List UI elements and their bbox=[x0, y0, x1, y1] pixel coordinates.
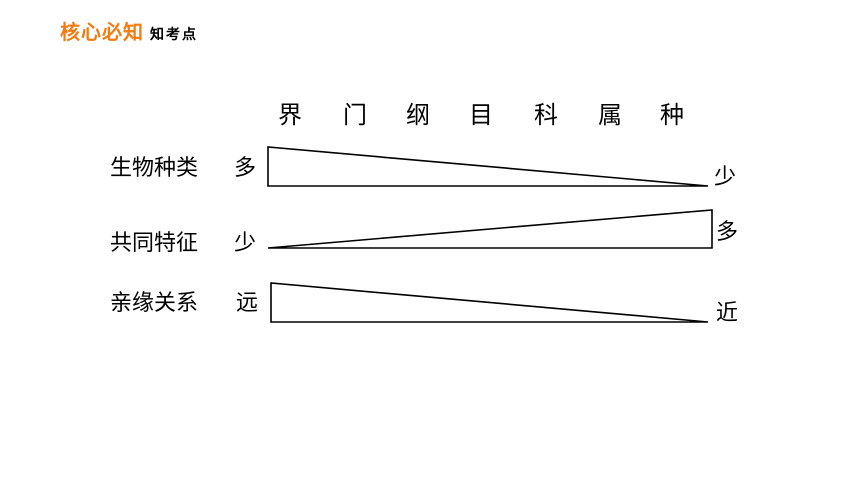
wedge-species-count bbox=[267, 146, 709, 187]
common-traits-left-value: 少 bbox=[234, 231, 257, 256]
species-count-left-value: 多 bbox=[234, 156, 257, 181]
common-traits-right-value: 多 bbox=[716, 220, 739, 245]
section-title: 核心必知 bbox=[60, 20, 144, 44]
rank-family: 科 bbox=[534, 101, 558, 129]
row-label-relationship: 亲缘关系 bbox=[110, 291, 199, 316]
section-subtitle: 知考点 bbox=[150, 27, 198, 43]
relationship-left-value: 远 bbox=[236, 291, 259, 316]
species-count-right-value: 少 bbox=[714, 165, 737, 190]
row-label-common-traits: 共同特征 bbox=[110, 231, 199, 256]
wedge-relationship bbox=[270, 282, 709, 323]
rank-species: 种 bbox=[660, 101, 684, 129]
row-label-species-count: 生物种类 bbox=[110, 156, 199, 181]
rank-genus: 属 bbox=[598, 101, 622, 129]
rank-order: 目 bbox=[469, 101, 493, 129]
relationship-right-value: 近 bbox=[716, 301, 739, 326]
section-header: 核心必知 知考点 bbox=[60, 16, 198, 45]
rank-class: 纲 bbox=[406, 101, 430, 129]
wedge-common-traits bbox=[267, 209, 713, 249]
rank-kingdom: 界 bbox=[278, 101, 302, 129]
rank-phylum: 门 bbox=[343, 101, 367, 129]
